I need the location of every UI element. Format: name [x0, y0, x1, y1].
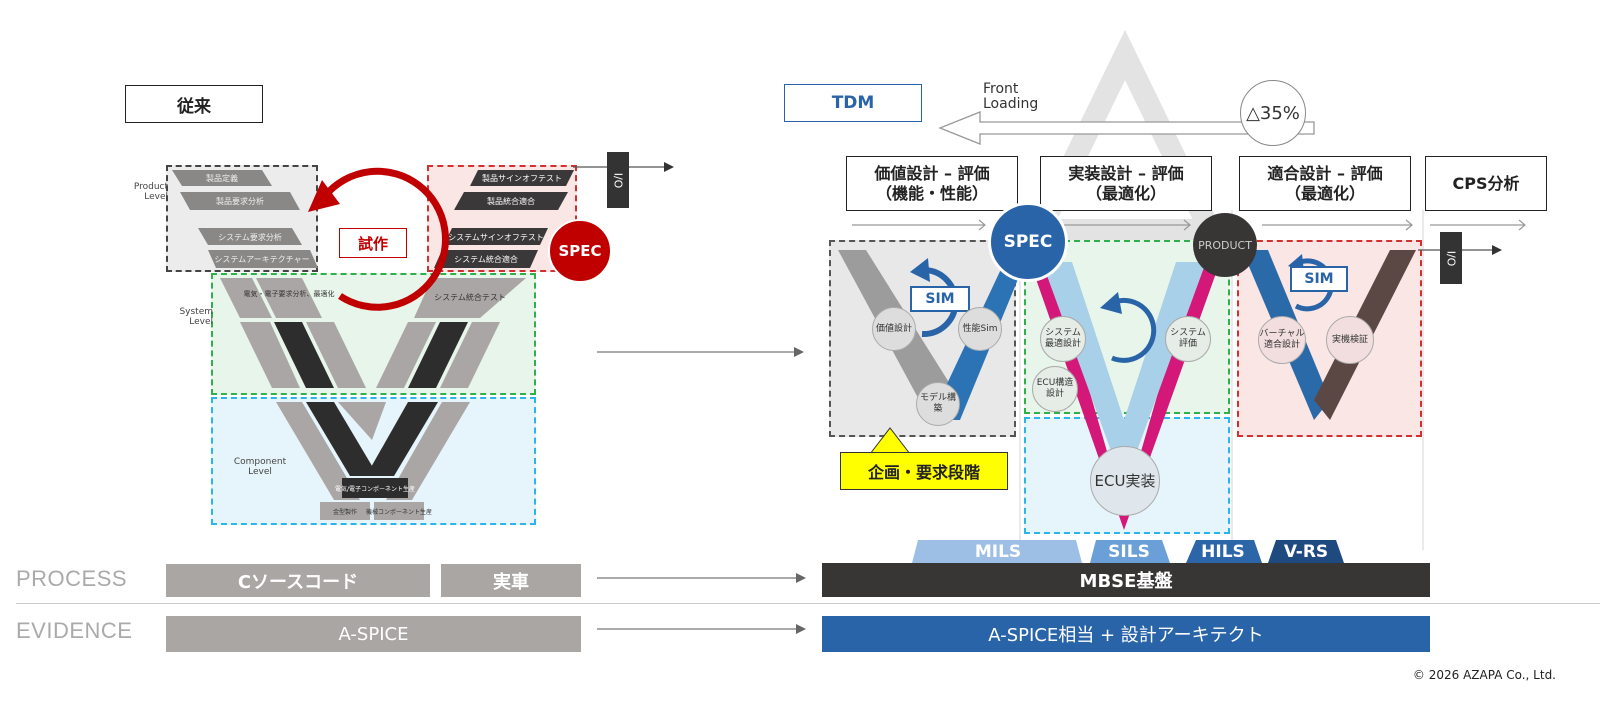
tab-vrs	[1268, 540, 1344, 563]
product-circle: PRODUCT	[1193, 213, 1257, 277]
phase-fit-design: 適合設計 – 評価（最適化）	[1239, 156, 1411, 211]
block-system-req	[198, 228, 302, 245]
node-system-opt: システム最適設計	[1040, 316, 1086, 362]
implementation-v-inner	[1042, 262, 1206, 470]
svg-text:機械コンポーネント生産: 機械コンポーネント生産	[366, 508, 432, 516]
block-mech-req	[220, 278, 272, 318]
node-ecu-struct: ECU構造設計	[1032, 366, 1078, 412]
svg-text:金型製作: 金型製作	[333, 508, 357, 516]
sim-box-planning: SIM	[910, 286, 970, 312]
node-virtual-fit: バーチャル適合設計	[1258, 316, 1306, 364]
svg-text:製品統合適合: 製品統合適合	[487, 196, 535, 206]
process-real-vehicle: 実車	[441, 564, 581, 597]
tab-mils-label: MILS	[974, 541, 1022, 562]
product-level-label: Product Level	[133, 182, 168, 202]
tab-hils-label: HILS	[1201, 541, 1245, 562]
process-label: PROCESS	[16, 566, 128, 591]
tab-vrs-label: V-RS	[1283, 541, 1329, 562]
block-mold	[320, 502, 370, 520]
svg-text:システム統合適合: システム統合適合	[454, 254, 518, 264]
block-sw-impl	[338, 402, 386, 440]
front-loading-label: Front Loading	[983, 81, 1039, 112]
block-product-definition	[172, 170, 272, 186]
phase-implementation-design: 実装設計 – 評価（最適化）	[1040, 156, 1212, 211]
svg-text:システム統合テスト: システム統合テスト	[434, 292, 506, 302]
block-system-signoff	[444, 228, 548, 245]
block-mech-component-test	[386, 402, 470, 500]
tab-mils	[912, 540, 1082, 563]
block-product-req	[180, 192, 300, 210]
svg-text:システム要求分析: システム要求分析	[218, 232, 282, 242]
evidence-aspice-architect: A-SPICE相当 + 設計アーキテクト	[822, 616, 1430, 652]
prototype-label: 試作	[339, 228, 407, 258]
block-text: 製品定義	[206, 173, 238, 183]
planning-stage-callout: 企画・要求段階	[840, 452, 1008, 490]
block-hw-component-test	[366, 402, 438, 476]
svg-text:電気/電子コンポーネント生産: 電気/電子コンポーネント生産	[335, 485, 415, 493]
sim-box-fit: SIM	[1290, 266, 1348, 292]
reduction-circle: △35%	[1240, 80, 1306, 146]
svg-text:製品要求分析: 製品要求分析	[216, 196, 264, 206]
conventional-title: 従来	[125, 85, 263, 123]
process-mbse: MBSE基盤	[822, 563, 1430, 597]
tab-sils	[1090, 540, 1170, 563]
block-system-integration	[434, 250, 538, 268]
block-system-arch	[208, 250, 318, 268]
io-box-conventional: I/O	[607, 152, 629, 208]
block-system-integration-test	[414, 278, 526, 318]
prototype-loop-arrow	[322, 167, 449, 311]
node-ecu-impl: ECU実装	[1090, 446, 1160, 516]
tab-sils-label: SILS	[1108, 541, 1150, 562]
bg-triangle	[1022, 29, 1228, 241]
block-mech-integration-test	[440, 322, 500, 388]
copyright: © 2026 AZAPA Co., Ltd.	[1412, 668, 1556, 682]
component-level-label: Component Level	[233, 457, 287, 477]
loop-arrowhead	[308, 180, 340, 212]
svg-text:システムアーキテクチャー: システムアーキテクチャー	[214, 255, 309, 264]
spec-circle-tdm: SPEC	[988, 202, 1068, 282]
evidence-aspice: A-SPICE	[166, 616, 581, 652]
svg-text:製品サインオフテスト: 製品サインオフテスト	[482, 173, 562, 183]
implementation-v	[1030, 262, 1220, 530]
block-hw-design	[274, 322, 334, 388]
node-real-verify: 実機検証	[1326, 316, 1374, 364]
block-ee-req	[256, 278, 322, 318]
phase-cps-analysis: CPS分析	[1425, 156, 1547, 211]
system-level-label: System Level	[179, 307, 213, 327]
node-perf-sim: 性能Sim	[958, 307, 1002, 351]
spec-circle-conventional: SPEC	[548, 219, 612, 283]
conventional-title-text: 従来	[177, 96, 211, 117]
tdm-title: TDM	[784, 84, 922, 122]
optimization-loop-arrow	[1111, 297, 1157, 363]
evidence-label: EVIDENCE	[16, 618, 133, 643]
block-mech-detail	[276, 402, 360, 500]
node-system-eval: システム評価	[1165, 316, 1211, 362]
block-hw-integration-test	[408, 322, 468, 388]
tab-hils	[1186, 540, 1262, 563]
svg-text:電気・電子要求分析、最適化: 電気・電子要求分析、最適化	[244, 289, 335, 298]
block-ee-component-production	[342, 478, 408, 498]
process-c-source: Cソースコード	[166, 564, 430, 597]
svg-text:システムサインオフテスト: システムサインオフテスト	[448, 233, 544, 242]
block-mech-design	[240, 322, 300, 388]
block-mech-component-production	[374, 502, 424, 520]
node-value-design: 価値設計	[872, 307, 916, 351]
phase-value-design: 価値設計 – 評価（機能・性能）	[846, 156, 1018, 211]
block-sw-design	[306, 322, 366, 388]
block-sw-integration-test	[376, 322, 436, 388]
block-product-signoff	[470, 170, 574, 186]
node-model-build: モデル構築	[916, 382, 960, 426]
row-divider	[16, 603, 1600, 604]
block-circuit-design	[306, 402, 378, 476]
io-box-tdm: I/O	[1440, 232, 1462, 284]
block-product-integration	[454, 192, 568, 210]
